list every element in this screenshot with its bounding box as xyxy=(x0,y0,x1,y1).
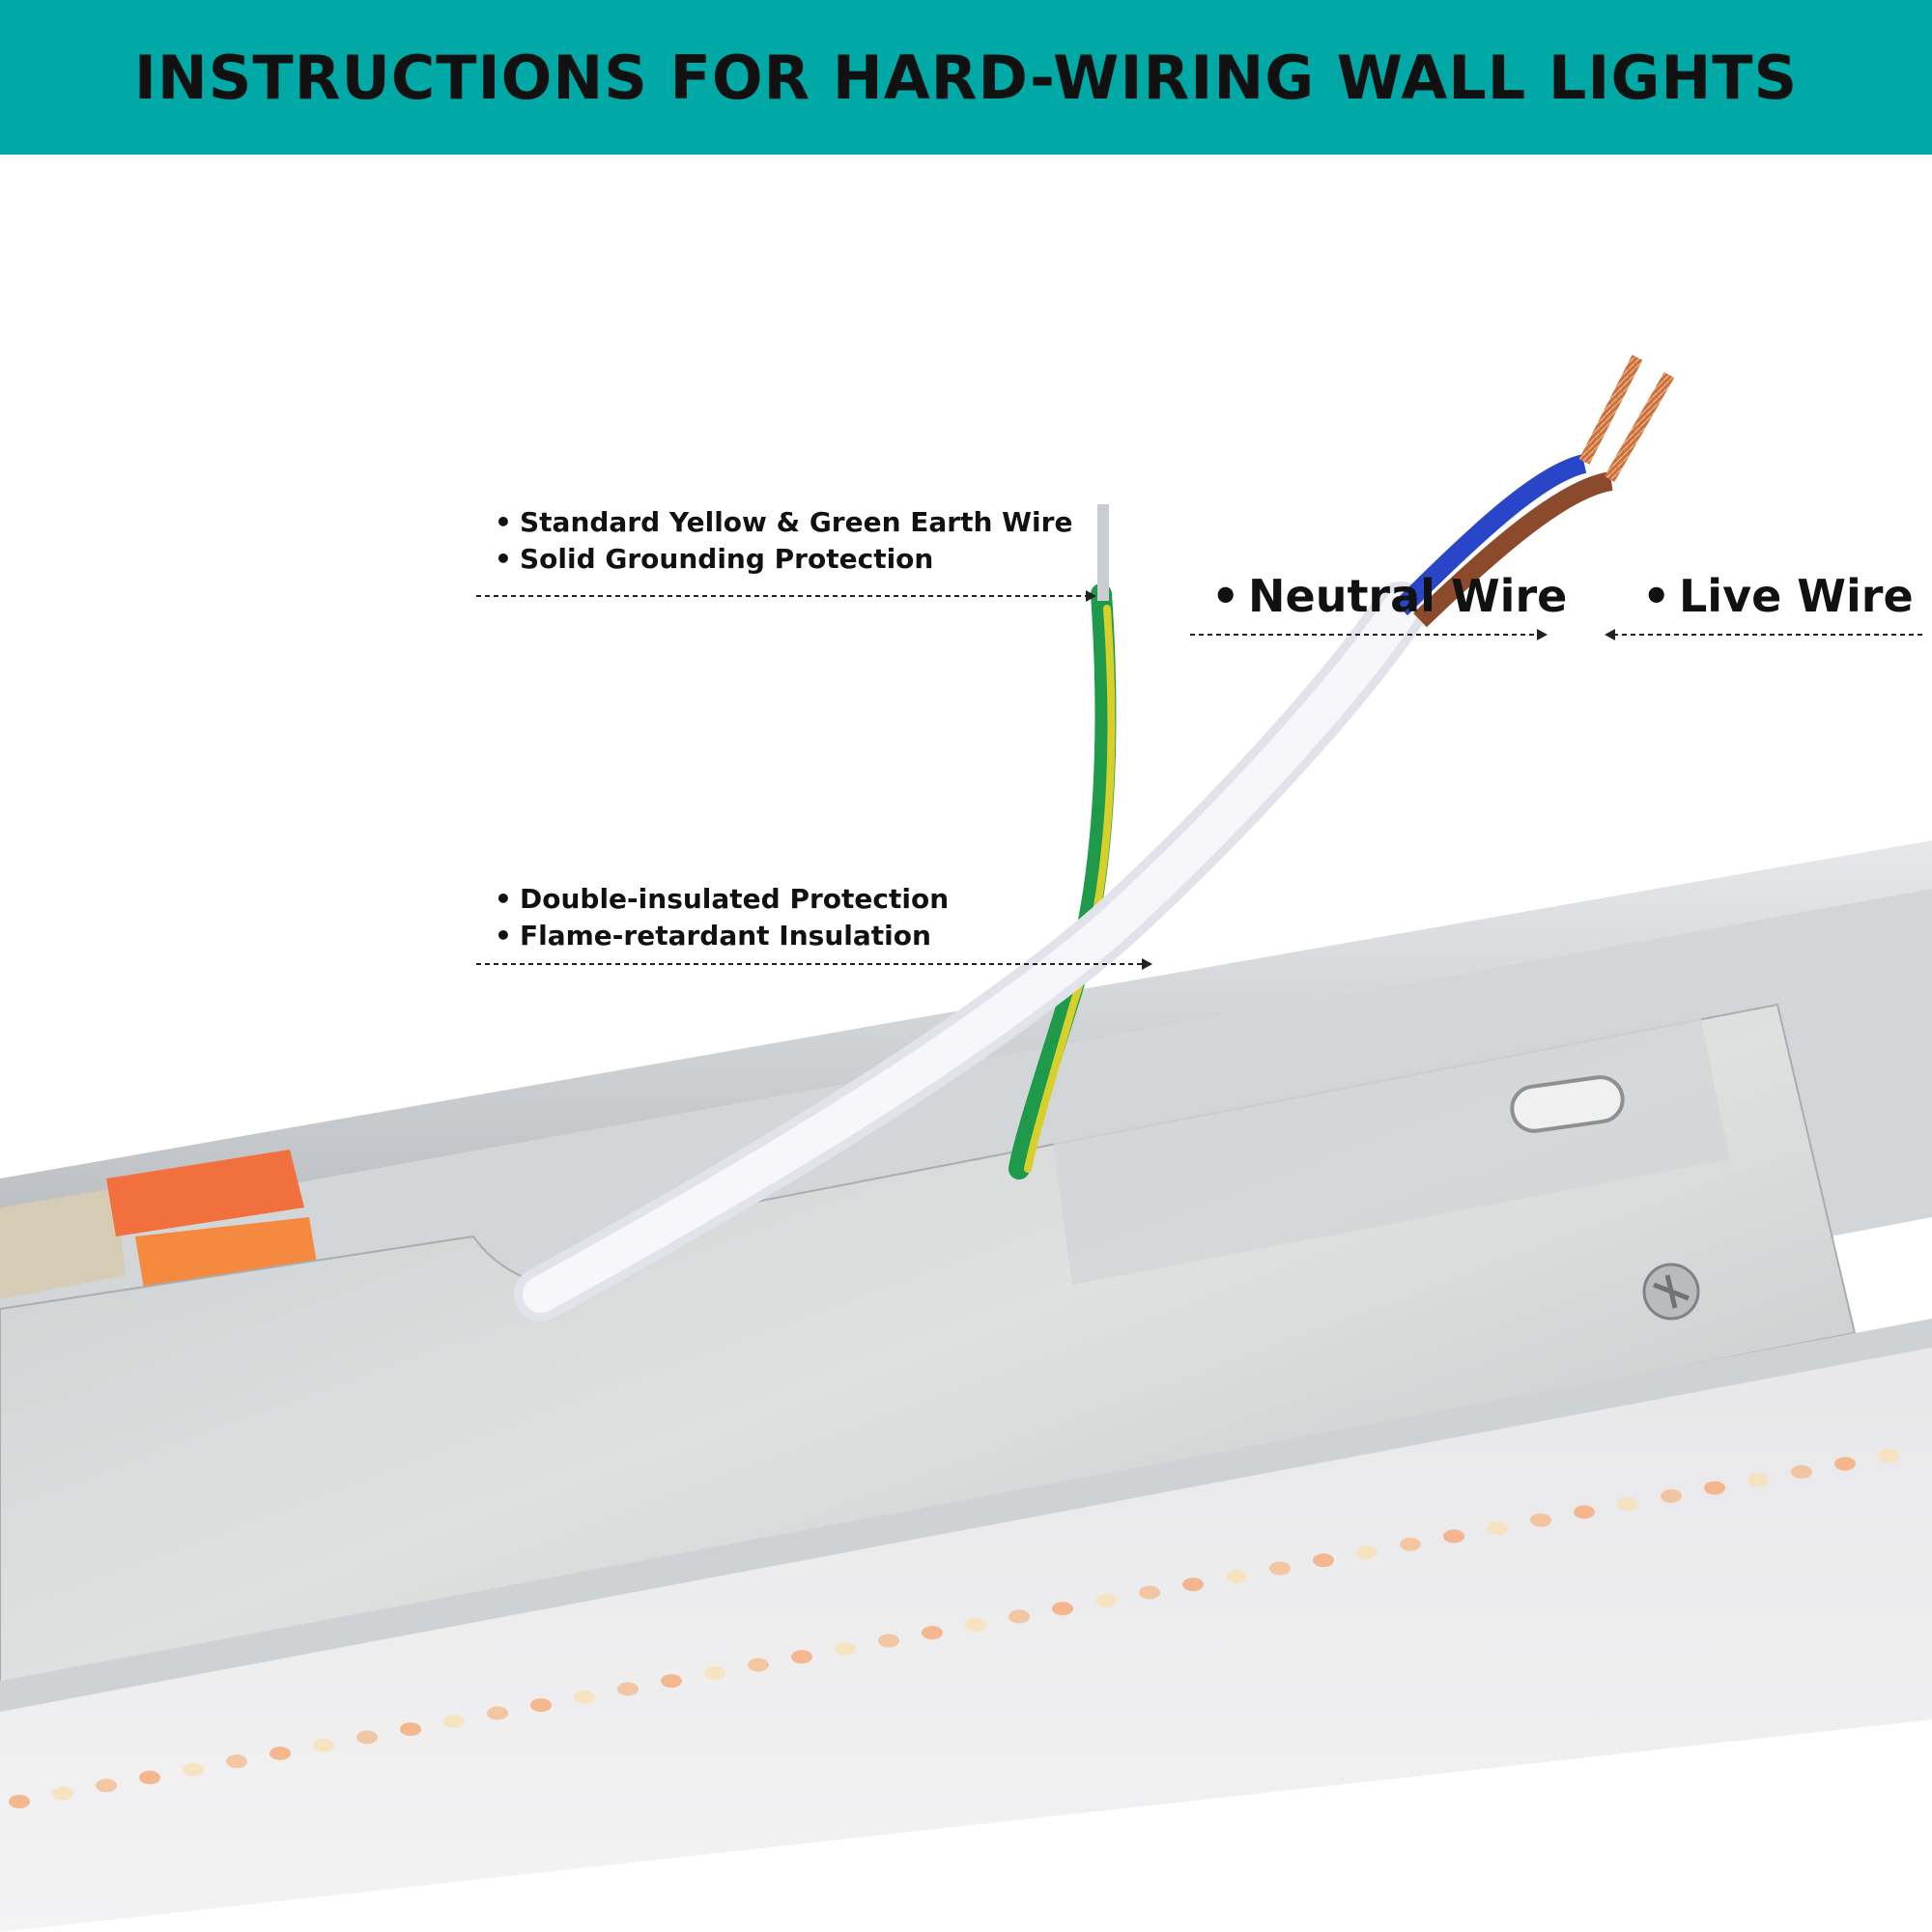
led-dot xyxy=(1617,1496,1638,1511)
callout-insulation-line-1: •Double-insulated Protection xyxy=(495,881,949,918)
led-dot xyxy=(1182,1577,1204,1592)
led-dot xyxy=(487,1706,508,1720)
led-dot xyxy=(1834,1457,1856,1471)
mounting-slot xyxy=(1510,1075,1625,1133)
led-dot xyxy=(835,1641,856,1656)
callout-earth: •Standard Yellow & Green Earth Wire •Sol… xyxy=(495,504,1072,578)
callout-neutral: •Neutral Wire xyxy=(1211,570,1567,622)
bullet: • xyxy=(495,920,512,952)
led-dot xyxy=(1878,1449,1899,1463)
header-banner: INSTRUCTIONS FOR HARD-WIRING WALL LIGHTS xyxy=(0,0,1932,155)
driver-beige-block xyxy=(0,1188,126,1299)
callout-earth-text-2: Solid Grounding Protection xyxy=(520,543,934,575)
neutral-wire xyxy=(1393,454,1587,616)
bullet: • xyxy=(495,506,512,538)
led-dot xyxy=(1443,1529,1464,1544)
led-dot xyxy=(574,1690,595,1704)
led-dot xyxy=(1574,1505,1595,1520)
led-dot xyxy=(878,1634,899,1648)
callout-insulation-line-2: •Flame-retardant Insulation xyxy=(495,918,949,954)
led-dot xyxy=(1487,1520,1508,1535)
led-dot xyxy=(1139,1585,1160,1600)
led-dot xyxy=(922,1626,943,1640)
callout-earth-line-2: •Solid Grounding Protection xyxy=(495,541,1072,578)
led-dot xyxy=(443,1714,465,1728)
screw xyxy=(1642,1263,1700,1321)
led-dot xyxy=(226,1754,247,1769)
led-dot xyxy=(1095,1593,1117,1607)
led-strip xyxy=(9,1449,1899,1808)
callout-earth-line-1: •Standard Yellow & Green Earth Wire xyxy=(495,504,1072,541)
bullet: • xyxy=(495,543,512,575)
led-dot xyxy=(1052,1602,1073,1616)
led-dot xyxy=(1791,1464,1812,1479)
led-dot xyxy=(1269,1561,1291,1576)
leader-live xyxy=(1605,629,1922,640)
bullet: • xyxy=(1642,570,1671,622)
led-dot xyxy=(356,1730,378,1745)
callout-insulation-text-1: Double-insulated Protection xyxy=(520,883,950,915)
live-copper xyxy=(1604,372,1675,482)
led-dot xyxy=(1661,1489,1682,1503)
led-dot xyxy=(661,1674,682,1689)
led-dot xyxy=(270,1747,291,1761)
led-dot xyxy=(400,1722,421,1737)
led-dot xyxy=(1400,1537,1421,1551)
leader-earth xyxy=(476,590,1096,602)
led-dot xyxy=(791,1650,812,1664)
bullet: • xyxy=(1211,570,1240,622)
housing-front-lip xyxy=(0,1319,1932,1712)
led-dot xyxy=(313,1738,334,1752)
leader-neutral xyxy=(1190,629,1548,640)
leader-insulation xyxy=(476,958,1152,970)
led-dot xyxy=(96,1778,117,1793)
led-dot xyxy=(1704,1481,1725,1495)
live-wire-label: Live Wire xyxy=(1679,570,1914,622)
led-dot xyxy=(617,1682,639,1696)
led-dot xyxy=(704,1665,725,1680)
led-dot xyxy=(52,1786,73,1801)
main-cable-highlight xyxy=(523,590,1419,1313)
led-dot xyxy=(1313,1553,1334,1568)
callout-live: •Live Wire xyxy=(1642,570,1914,622)
callout-insulation-text-2: Flame-retardant Insulation xyxy=(520,920,931,952)
callout-earth-text-1: Standard Yellow & Green Earth Wire xyxy=(520,506,1073,538)
live-wire xyxy=(1413,471,1613,628)
led-dot xyxy=(965,1617,986,1632)
led-dot xyxy=(530,1698,552,1713)
bullet: • xyxy=(495,883,512,915)
led-dot xyxy=(1530,1513,1551,1527)
led-dot xyxy=(1009,1609,1030,1624)
led-dot xyxy=(183,1762,204,1776)
callout-insulation: •Double-insulated Protection •Flame-reta… xyxy=(495,881,949,954)
led-dot xyxy=(748,1658,769,1672)
led-diffuser xyxy=(0,1333,1932,1932)
wall-light-diagram xyxy=(0,355,1932,1932)
neutral-copper xyxy=(1578,355,1643,465)
led-dot xyxy=(1226,1569,1247,1583)
led-dot xyxy=(1356,1545,1378,1559)
page-title: INSTRUCTIONS FOR HARD-WIRING WALL LIGHTS xyxy=(133,42,1799,113)
led-dot xyxy=(139,1771,160,1785)
led-dot xyxy=(1747,1473,1769,1487)
driver-orange-block-top xyxy=(106,1150,304,1236)
led-dot xyxy=(9,1795,30,1808)
neutral-wire-label: Neutral Wire xyxy=(1248,570,1568,622)
earth-wire-conductor xyxy=(1097,504,1109,601)
